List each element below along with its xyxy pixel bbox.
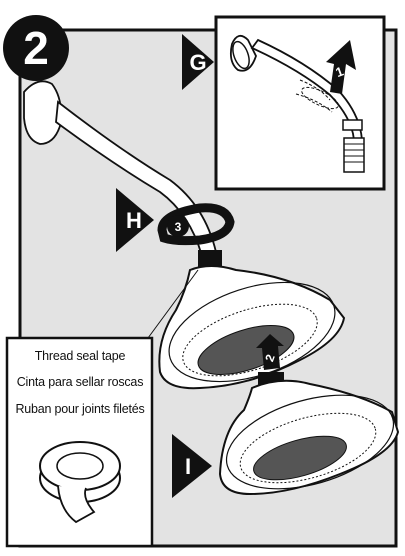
step-badge: 2 xyxy=(3,15,69,81)
step-number: 2 xyxy=(23,22,49,74)
tape-inset-box xyxy=(7,338,152,546)
callout-g-label: G xyxy=(189,50,206,75)
inset-box-g: 1 xyxy=(216,17,384,189)
tape-label-english: Thread seal tape xyxy=(10,349,150,363)
tape-label-french: Ruban pour joints filetés xyxy=(10,402,150,416)
callout-h-label: H xyxy=(126,208,142,233)
callout-i-label: I xyxy=(185,454,191,479)
tape-label-spanish: Cinta para sellar roscas xyxy=(10,375,150,389)
arrow-3-label: 3 xyxy=(175,220,182,234)
